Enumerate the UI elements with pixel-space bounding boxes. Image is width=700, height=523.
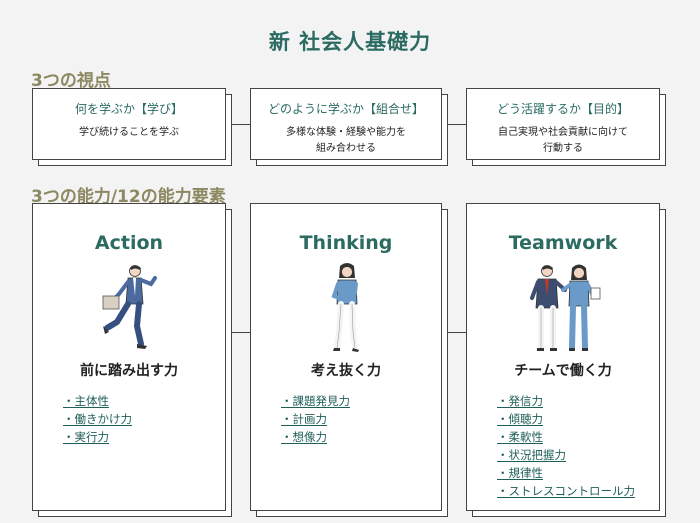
- ability-connector: [226, 332, 250, 333]
- ability-connector: [442, 332, 466, 333]
- ability-element-link[interactable]: ・課題発見力: [281, 394, 350, 408]
- ability-element-link[interactable]: ・規律性: [497, 466, 543, 480]
- ability-element-link[interactable]: ・想像力: [281, 430, 327, 444]
- ability-title: Teamwork: [508, 232, 618, 254]
- ability-element-link[interactable]: ・働きかけ力: [63, 412, 132, 426]
- viewpoints-heading: 3つの視点: [31, 71, 111, 91]
- ability-title: Action: [94, 232, 164, 254]
- thinking-woman-icon: [331, 263, 359, 352]
- viewpoint-connector: [442, 124, 466, 125]
- ability-card-action: Action 前に踏み出す力 ・主体性 ・働きかけ力 ・実行力: [32, 203, 232, 517]
- ability-element-link[interactable]: ・状況把握力: [497, 448, 566, 462]
- viewpoint-card-learning: 何を学ぶか【学び】 学び続けることを学ぶ: [32, 88, 232, 166]
- viewpoint-description: 学び続けることを学ぶ: [79, 127, 179, 138]
- viewpoint-title: 何を学ぶか【学び】: [74, 102, 183, 116]
- ability-element-link[interactable]: ・ストレスコントロール力: [497, 484, 635, 498]
- viewpoint-title: どのように学ぶか【組合せ】: [267, 102, 424, 116]
- abilities-heading: 3つの能力/12の能力要素: [31, 187, 226, 207]
- running-businessman-icon: [102, 265, 157, 349]
- ability-element-list: ・発信力 ・傾聴力 ・柔軟性 ・状況把握力 ・規律性 ・ストレスコントロール力: [497, 392, 635, 500]
- viewpoint-connector: [226, 124, 250, 125]
- viewpoint-title: どう活躍するか【目的】: [496, 102, 629, 116]
- page-title: 新 社会人基礎力: [268, 30, 432, 54]
- viewpoint-card-combination: どのように学ぶか【組合せ】 多様な体験・経験や能力を 組み合わせる: [250, 88, 448, 166]
- ability-element-link[interactable]: ・計画力: [281, 412, 327, 426]
- ability-card-thinking: Thinking 考え抜く力 ・課題発見力 ・計画力 ・想像力: [250, 203, 448, 517]
- viewpoint-description: 多様な体験・経験や能力を 組み合わせる: [286, 127, 406, 154]
- ability-card-teamwork: Teamwork チームで働く力 ・発信力 ・傾聴力: [466, 203, 666, 517]
- ability-element-link[interactable]: ・発信力: [497, 394, 543, 408]
- ability-element-list: ・主体性 ・働きかけ力 ・実行力: [63, 392, 132, 446]
- ability-element-list: ・課題発見力 ・計画力 ・想像力: [281, 392, 350, 446]
- ability-element-link[interactable]: ・柔軟性: [497, 430, 543, 444]
- viewpoint-description: 自己実現や社会貢献に向けて 行動する: [498, 127, 628, 154]
- ability-name: チームで働く力: [514, 363, 612, 379]
- ability-name: 前に踏み出す力: [80, 363, 178, 379]
- ability-element-link[interactable]: ・主体性: [63, 394, 109, 408]
- viewpoint-card-purpose: どう活躍するか【目的】 自己実現や社会貢献に向けて 行動する: [466, 88, 666, 166]
- ability-element-link[interactable]: ・実行力: [63, 430, 109, 444]
- ability-name: 考え抜く力: [311, 363, 381, 379]
- ability-element-link[interactable]: ・傾聴力: [497, 412, 543, 426]
- two-colleagues-icon: [530, 264, 601, 351]
- ability-title: Thinking: [299, 232, 393, 254]
